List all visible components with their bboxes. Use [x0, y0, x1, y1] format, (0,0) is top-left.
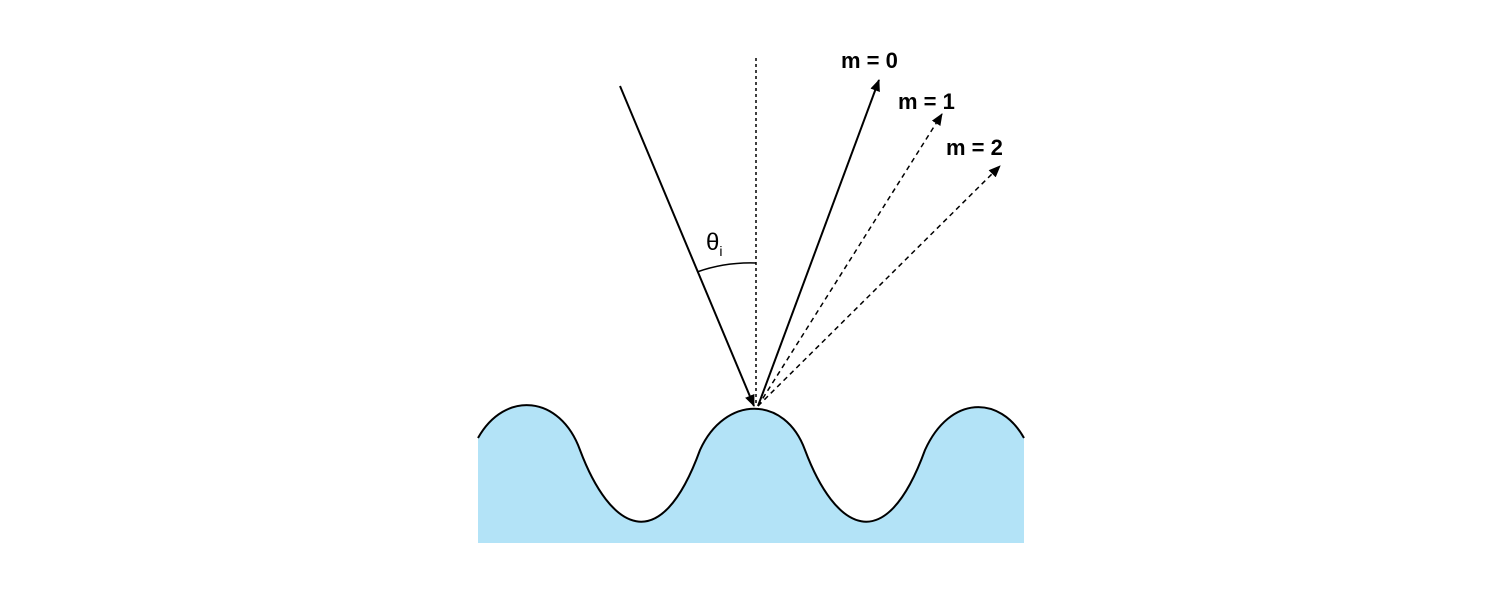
grating-surface-outline: [477, 404, 1025, 523]
incidence-angle-arc: [696, 262, 757, 273]
theta-symbol: θ: [706, 229, 719, 256]
theta-subscript: i: [719, 243, 722, 259]
grating-surface: [478, 405, 1024, 543]
diffracted-ray-m1: [757, 113, 943, 407]
order-label-m0: m = 0: [841, 48, 898, 73]
diffracted-ray-m0: [757, 79, 880, 407]
diffracted-ray-m2: [757, 165, 1001, 407]
incident-ray: [619, 85, 755, 407]
order-label-m2: m = 2: [946, 135, 1003, 160]
order-label-m1: m = 1: [898, 89, 955, 114]
incidence-angle-label: θi: [706, 229, 722, 259]
